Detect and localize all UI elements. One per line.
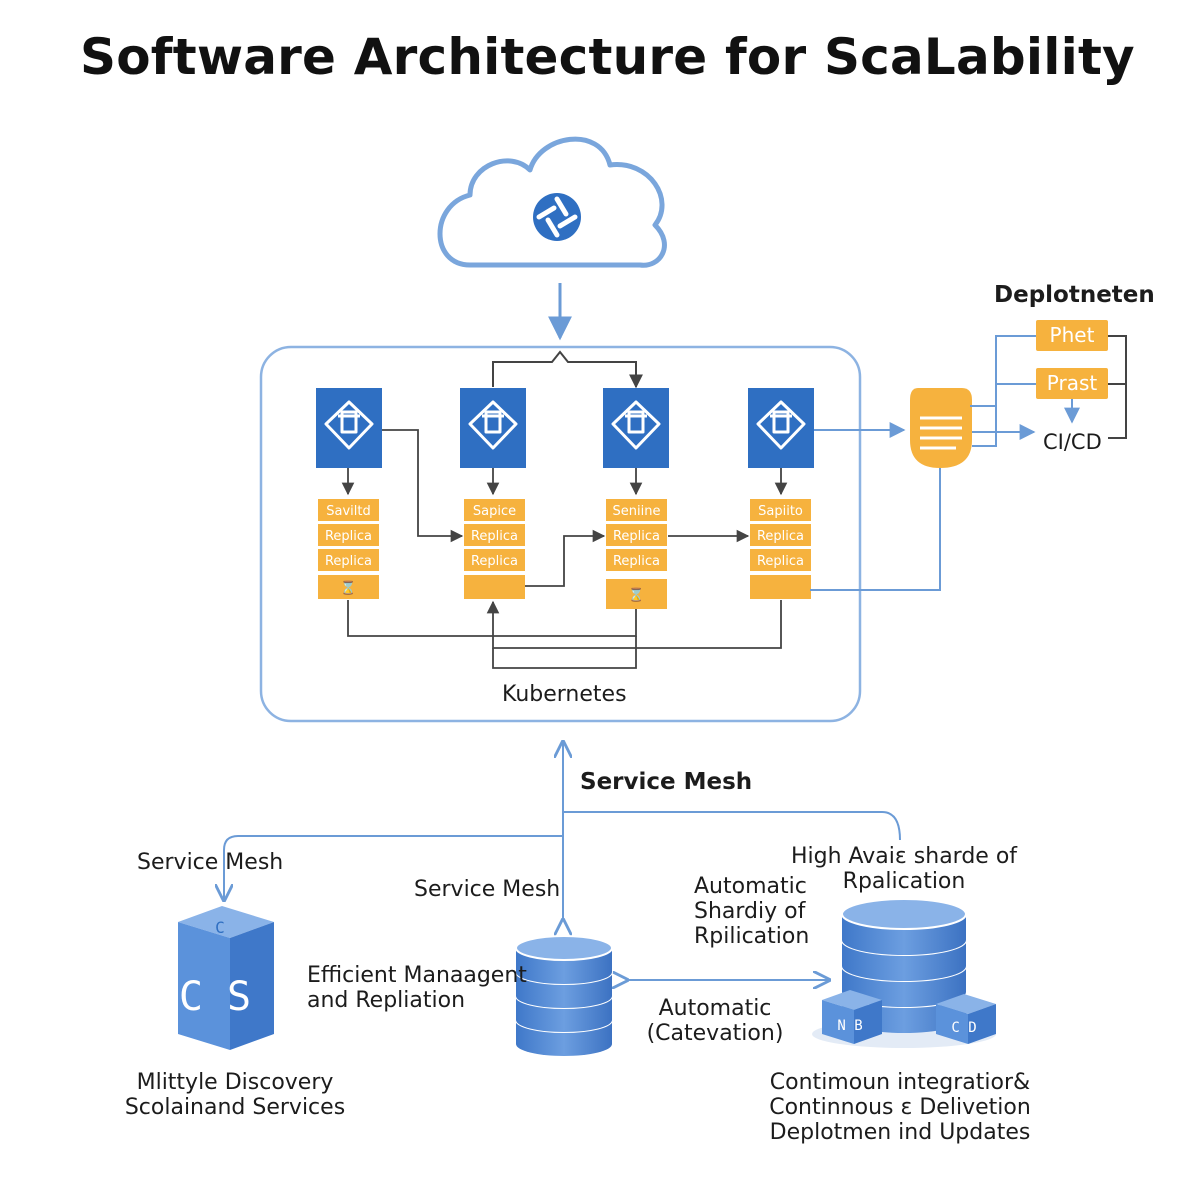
replica-box: [606, 499, 667, 521]
replica-box: [318, 499, 379, 521]
replica-label: Replica: [471, 554, 518, 569]
deploy-box-1: [1036, 320, 1108, 351]
cube-front-letters: C S: [179, 974, 251, 1020]
service-node-1: [316, 388, 382, 468]
replica-label: Replica: [325, 554, 372, 569]
aperture-icon: [533, 193, 581, 241]
container-icon: [324, 400, 374, 450]
hourglass-icon: ⌛: [628, 587, 644, 603]
replica-label: Replica: [613, 529, 660, 544]
replica-box: [606, 549, 667, 571]
container-icon: [611, 400, 661, 450]
replica-box: [606, 524, 667, 546]
replica-label: Replica: [471, 529, 518, 544]
replica-box: [464, 524, 525, 546]
service-node-4: [748, 388, 814, 468]
deploy-connectors: [970, 335, 1080, 447]
deployment-pod-icon: [910, 388, 972, 468]
container-icon: [468, 400, 518, 450]
deployment-heading: Deplotneten: [994, 282, 1155, 308]
replica-label: Seniine: [613, 504, 661, 519]
replica-status-box: [606, 579, 667, 609]
replica-label: Replica: [757, 529, 804, 544]
deploy-bracket: [1108, 335, 1127, 439]
replica-box: [750, 549, 811, 571]
service-mesh-title: Service Mesh: [580, 769, 753, 795]
auto-sharding-label: Automatic Shardiy of Rpilication: [694, 874, 810, 949]
replica-box: [464, 549, 525, 571]
replica-status-box: [464, 575, 525, 599]
database-icon: [515, 935, 613, 1056]
replica-columns: SaviltdReplicaReplica⌛SapiceReplicaRepli…: [318, 499, 811, 609]
svg-text:C D: C D: [951, 1020, 976, 1036]
replica-status-box: [750, 575, 811, 599]
service-cube-icon: C C S: [178, 906, 274, 1050]
service-node-3: [603, 388, 669, 468]
replica-box: [318, 549, 379, 571]
hourglass-icon: ⌛: [340, 580, 356, 596]
replica-label: Sapiito: [758, 504, 803, 519]
continuous-delivery-label: Contimoun integratior& Continnous ɛ Deli…: [769, 1070, 1031, 1145]
auto-catevation-label: Automatic (Catevation): [646, 996, 784, 1046]
container-icon: [756, 400, 806, 450]
page-title: Software Architecture for ScaLability: [80, 28, 1135, 86]
replica-box: [318, 524, 379, 546]
cube-top-letter: C: [215, 918, 225, 937]
kubernetes-cluster: [259, 345, 862, 723]
replica-label: Replica: [757, 554, 804, 569]
service-mesh-left-label: Service Mesh: [137, 850, 284, 875]
connector-lines: [347, 429, 782, 669]
discovery-label: Mlittyle Discovery Scolainand Services: [124, 1070, 346, 1120]
top-bracket: [492, 350, 643, 389]
replica-box: [464, 499, 525, 521]
sharded-database-icon: N B C D: [812, 898, 996, 1048]
service-mesh-mid-label: Service Mesh: [414, 877, 561, 902]
mini-cube-left: N B: [822, 990, 882, 1044]
replica-box: [750, 524, 811, 546]
efficient-management-label: Efficient Manaagent and Repliation: [307, 963, 527, 1013]
node-arrows: [341, 468, 788, 496]
cloud-icon: [437, 136, 667, 268]
cicd-label: CI/CD: [1043, 430, 1102, 454]
replica-status-box: [318, 575, 379, 599]
deploy-box-2: [1036, 368, 1108, 399]
mini-cube-right: C D: [936, 994, 996, 1044]
kubernetes-label: Kubernetes: [502, 682, 627, 707]
service-mesh-lines: [224, 742, 901, 980]
service-node-2: [460, 388, 526, 468]
replica-label: Replica: [613, 554, 660, 569]
high-availability-label: High Avaiɛ sharde of Rpalication: [790, 844, 1018, 894]
replica-box: [750, 499, 811, 521]
replica-label: Sapice: [473, 504, 516, 519]
svg-text:N B: N B: [837, 1018, 862, 1034]
replica-label: Replica: [325, 529, 372, 544]
deploy-box-1-label: Phet: [1049, 323, 1095, 347]
deploy-box-2-label: Prast: [1046, 371, 1098, 395]
replica-label: Saviltd: [326, 504, 370, 519]
cluster-to-deploy-line: [810, 452, 941, 591]
